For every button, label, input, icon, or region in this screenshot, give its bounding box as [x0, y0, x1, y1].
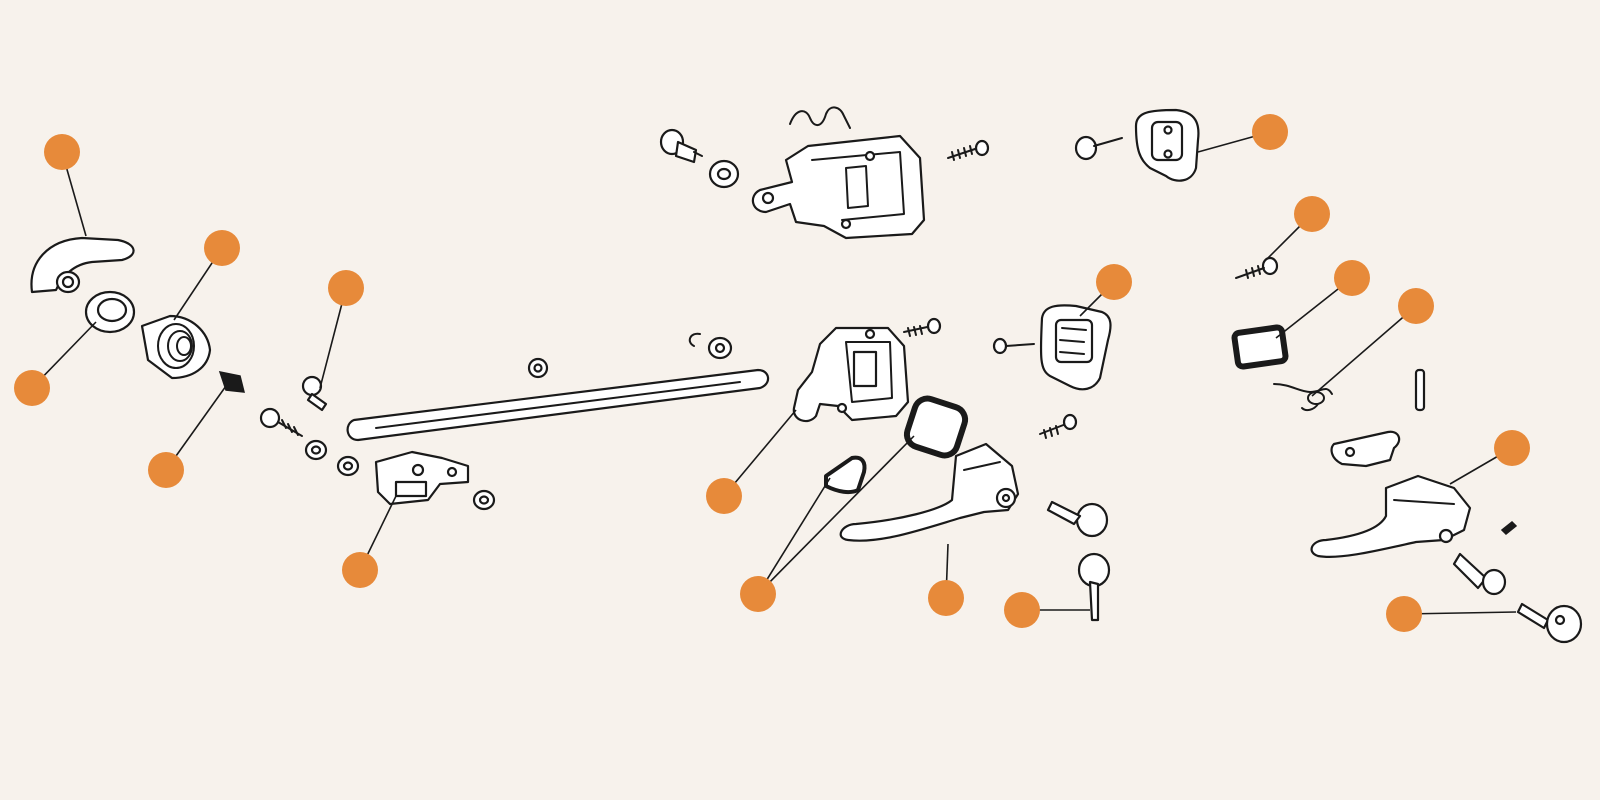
lower-latch-part [374, 450, 470, 506]
screw-part [259, 407, 303, 437]
leader-line [1311, 305, 1417, 397]
rubber-boot-part [140, 314, 212, 380]
pin-part [1414, 368, 1426, 412]
wire-spring-clip-part [789, 106, 851, 129]
callout-marker[interactable] [204, 230, 240, 266]
callout-marker[interactable] [1294, 196, 1330, 232]
leader-lines [31, 131, 1517, 615]
callout-marker[interactable] [44, 134, 80, 170]
right-gasket-part [1231, 324, 1289, 370]
callout-marker[interactable] [1252, 114, 1288, 150]
lock-pin-part [659, 128, 703, 164]
clip-ring-part [688, 332, 733, 360]
callout-marker[interactable] [928, 580, 964, 616]
latch-screw-part [903, 317, 942, 337]
cover-plate-part [1039, 304, 1112, 391]
callout-marker[interactable] [14, 370, 50, 406]
leader-line [723, 409, 797, 497]
handle-screw-part [1039, 413, 1078, 439]
lock-screw-part [947, 139, 990, 161]
callout-marker[interactable] [706, 478, 742, 514]
gasket-small-part [824, 455, 867, 495]
callout-marker[interactable] [740, 576, 776, 612]
key-part [1046, 500, 1111, 622]
callout-marker[interactable] [342, 552, 378, 588]
lever-part [1330, 430, 1401, 468]
right-key-part [1516, 602, 1583, 644]
cover-screw-part [992, 337, 1035, 355]
lock-mechanism-part [751, 134, 926, 240]
right-screw-part [1235, 256, 1279, 279]
rear-handle-part [1310, 474, 1472, 558]
washer-part [304, 439, 496, 511]
callout-marker[interactable] [1386, 596, 1422, 632]
striker-plate-part [1134, 108, 1200, 182]
gasket-large-part [903, 395, 969, 459]
interior-handle-part [30, 236, 135, 294]
outer-handle-part [839, 442, 1020, 542]
callout-marker[interactable] [1096, 264, 1132, 300]
leader-line [1403, 611, 1517, 615]
small-bolt-part [301, 375, 328, 412]
latch-assembly-part [792, 326, 910, 423]
mount-screw-part [1074, 135, 1123, 161]
leader-line [757, 435, 915, 595]
small-spring-part [1500, 520, 1518, 536]
lock-washer-part [708, 159, 740, 189]
torsion-spring-part [1273, 383, 1333, 412]
leader-line [757, 477, 831, 595]
lock-cylinder-part [1452, 552, 1507, 596]
callout-marker[interactable] [148, 452, 184, 488]
callout-marker[interactable] [1494, 430, 1530, 466]
operating-rod-part [346, 357, 770, 442]
callout-marker[interactable] [328, 270, 364, 306]
callout-markers [14, 114, 1530, 632]
callout-marker[interactable] [1334, 260, 1370, 296]
escutcheon-ring-part [84, 290, 136, 334]
callout-marker[interactable] [1004, 592, 1040, 628]
callout-marker[interactable] [1398, 288, 1434, 324]
